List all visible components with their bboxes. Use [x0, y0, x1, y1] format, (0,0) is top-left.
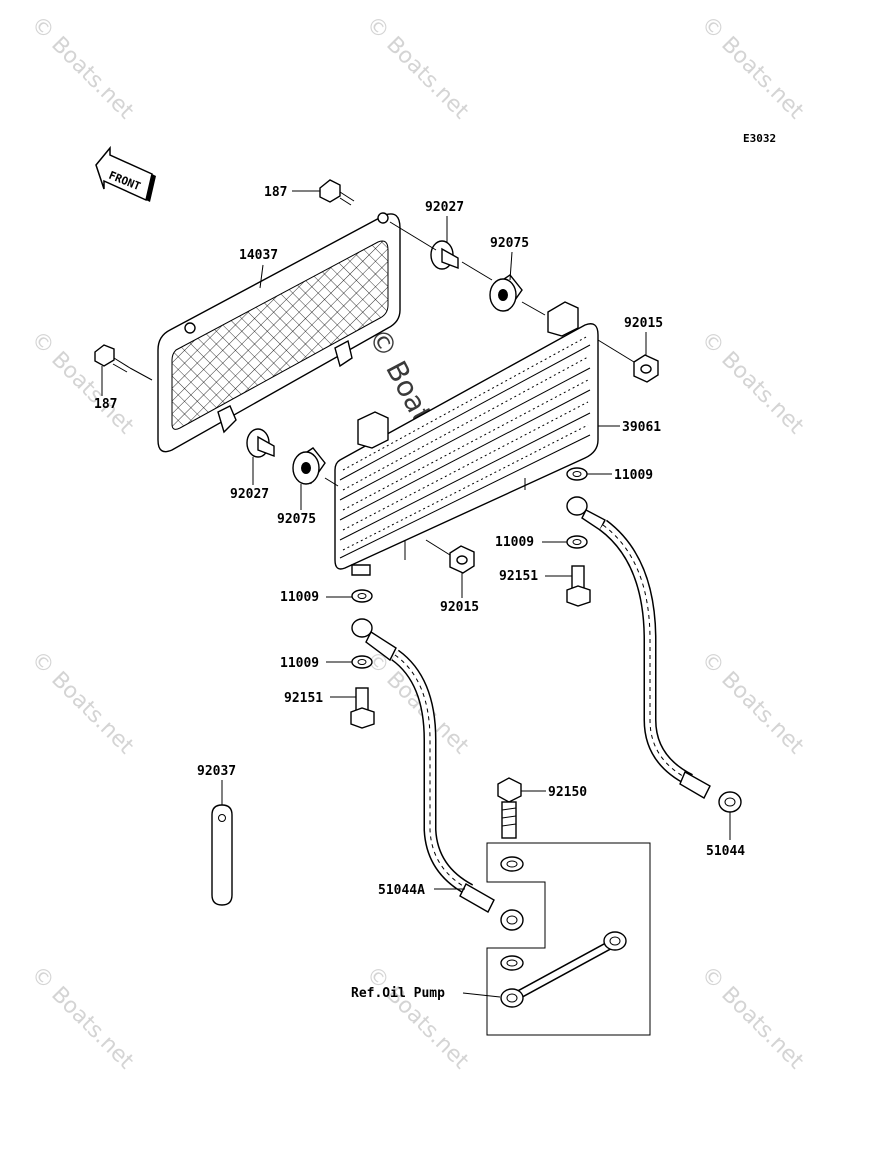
banjo-bolt-92151-right-icon — [566, 565, 591, 607]
front-arrow-icon: FRONT — [95, 145, 156, 202]
watermark-9: © Boats.net — [26, 962, 139, 1075]
nut-92015-bottom-icon — [449, 545, 475, 574]
label-14037: 14037 — [239, 248, 278, 263]
label-11009-b: 11009 — [495, 535, 534, 550]
banjo-bolt-92151-left-icon — [350, 687, 375, 729]
grommet-92027-top-icon — [430, 240, 459, 270]
label-92037: 92037 — [197, 764, 236, 779]
watermark-8: © Boats.net — [696, 647, 809, 760]
label-92075-bottom: 92075 — [277, 512, 316, 527]
label-11009-d: 11009 — [280, 656, 319, 671]
watermark-1: © Boats.net — [26, 12, 139, 125]
part-labels: 187 92027 92075 14037 92015 39061 187 11… — [94, 185, 745, 1001]
label-187-left: 187 — [94, 397, 117, 412]
oil-cooler-39061 — [334, 301, 599, 576]
watermark-10: © Boats.net — [361, 962, 474, 1075]
watermark-3: © Boats.net — [696, 12, 809, 125]
label-51044: 51044 — [706, 844, 745, 859]
watermark-2: © Boats.net — [361, 12, 474, 125]
label-92027-top: 92027 — [425, 200, 464, 215]
nut-92015-top-icon — [633, 354, 659, 383]
watermark-7: © Boats.net — [361, 647, 474, 760]
oil-cooler-screen — [157, 212, 401, 453]
bolt-187-top-icon — [319, 179, 355, 206]
diagram-code: E3032 — [743, 132, 776, 145]
label-92150: 92150 — [548, 785, 587, 800]
washer-11009-a-icon — [566, 467, 588, 481]
label-92027-bottom: 92027 — [230, 487, 269, 502]
watermark-6: © Boats.net — [26, 647, 139, 760]
label-187-top: 187 — [264, 185, 287, 200]
watermark-11: © Boats.net — [696, 962, 809, 1075]
label-92015-top: 92015 — [624, 316, 663, 331]
rubber-92075-bottom-icon — [292, 447, 326, 485]
label-92075-top: 92075 — [490, 236, 529, 251]
grommet-92027-bottom-icon — [246, 428, 275, 458]
oil-hose-51044A — [351, 618, 524, 931]
washer-11009-d-icon — [351, 655, 373, 669]
rubber-92075-top-icon — [489, 274, 523, 312]
label-92151-left: 92151 — [284, 691, 323, 706]
label-92015-bottom: 92015 — [440, 600, 479, 615]
leader-lines — [101, 190, 731, 998]
oil-hose-51044 — [566, 496, 742, 813]
banjo-bolt-92150-icon — [497, 777, 522, 839]
label-11009-c: 11009 — [280, 590, 319, 605]
label-51044A: 51044A — [378, 883, 425, 898]
ref-oil-pump-box — [486, 842, 651, 1036]
label-39061: 39061 — [622, 420, 661, 435]
label-ref-oil-pump: Ref.Oil Pump — [351, 986, 445, 1001]
watermark-5: © Boats.net — [696, 327, 809, 440]
watermark-4: © Boats.net — [26, 327, 139, 440]
label-92151-right: 92151 — [499, 569, 538, 584]
washer-11009-c-icon — [351, 589, 373, 603]
bolt-187-left-icon — [94, 344, 131, 373]
strap-92037-icon — [211, 804, 233, 906]
washer-11009-b-icon — [566, 535, 588, 549]
label-11009-a: 11009 — [614, 468, 653, 483]
